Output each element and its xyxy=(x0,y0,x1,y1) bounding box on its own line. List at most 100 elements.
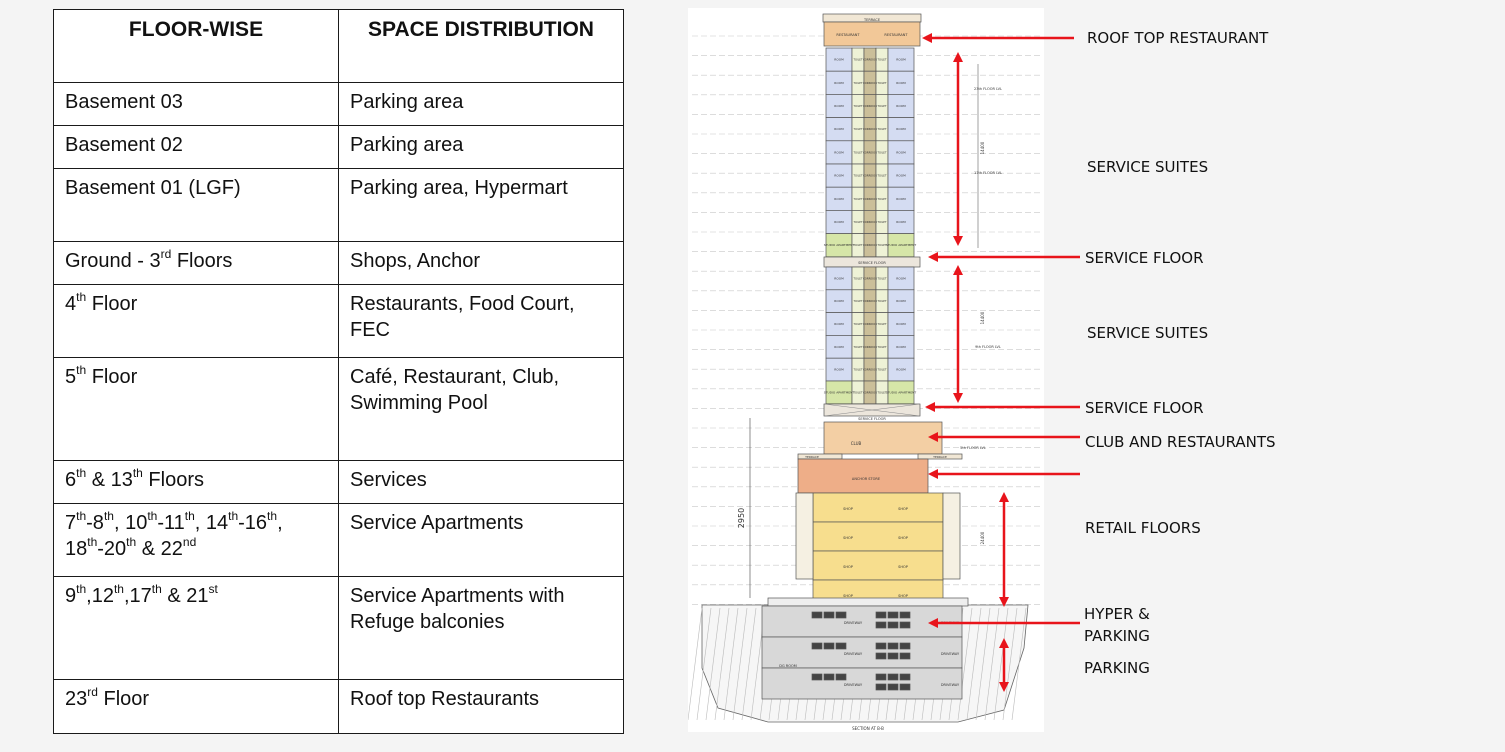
car-icon xyxy=(899,683,911,691)
space-cell: Parking area xyxy=(338,82,624,126)
corridor-text: CORRIDOR xyxy=(863,197,877,201)
terrace-label: TERRACE xyxy=(804,455,819,459)
car-icon xyxy=(875,683,887,691)
space-text: Parking area xyxy=(350,91,464,113)
floor-text: Ground - 3 xyxy=(65,250,161,272)
room-text: STUDIO APARTMENT xyxy=(824,390,855,394)
floor-text: Basement 02 xyxy=(65,134,183,156)
dim-2950: 2950 xyxy=(737,508,746,528)
anchor-store-text: ANCHOR STORE xyxy=(852,477,880,481)
room-text: ROOM xyxy=(834,127,844,131)
space-text: Service Apartments xyxy=(350,512,524,534)
toilet-text: TOILET xyxy=(853,150,862,154)
corridor-text: CORRIDOR xyxy=(863,58,877,62)
room-text: ROOM xyxy=(896,220,906,224)
ramp-left xyxy=(795,492,814,580)
floor-text: Floors xyxy=(171,250,233,272)
shop-text: SHOP xyxy=(898,594,908,598)
room-text: ROOM xyxy=(834,345,844,349)
ordinal-suffix: th xyxy=(228,509,239,524)
basement-floor xyxy=(761,667,963,700)
car-icon xyxy=(811,673,823,681)
dim-14400: 14400 xyxy=(980,311,985,324)
label-hyper-parking-line1: HYPER & xyxy=(1084,605,1150,623)
floor-cell: 9th,12th,17th & 21st xyxy=(53,576,339,680)
room-text: ROOM xyxy=(896,174,906,178)
corridor-text: CORRIDOR xyxy=(863,276,877,280)
car-icon xyxy=(875,673,887,681)
floor-text: , 10 xyxy=(113,512,148,534)
room-text: ROOM xyxy=(896,58,906,62)
table-row: 7th-8th, 10th-11th, 14th-16th,18th-20th … xyxy=(53,503,624,577)
space-cell: Restaurants, Food Court,FEC xyxy=(338,284,624,358)
room-text: ROOM xyxy=(896,345,906,349)
toilet-text: TOILET xyxy=(877,345,886,349)
driveway-text: DRIVEWAY xyxy=(941,683,960,687)
soil-hatch xyxy=(714,607,730,721)
ordinal-suffix: th xyxy=(151,582,162,597)
car-icon xyxy=(899,611,911,619)
label-service-floor-upper: SERVICE FLOOR xyxy=(1085,249,1204,267)
floor-cell: Basement 03 xyxy=(53,82,339,126)
toilet-text: TOILET xyxy=(877,197,886,201)
car-icon xyxy=(811,611,823,619)
toilet-text: TOILET xyxy=(853,299,862,303)
floor-text: 9 xyxy=(65,585,77,607)
room-text: ROOM xyxy=(834,58,844,62)
toilet-text: TOILET xyxy=(877,276,886,280)
corridor-text: CORRIDOR xyxy=(863,243,877,247)
label-service-suites-lower: SERVICE SUITES xyxy=(1087,324,1209,342)
car-icon xyxy=(875,621,887,629)
label-retail-floors: RETAIL FLOORS xyxy=(1085,519,1201,537)
room-text: ROOM xyxy=(896,127,906,131)
floor-text: Floor xyxy=(97,688,150,710)
car-icon xyxy=(899,642,911,650)
driveway-text: DRIVEWAY xyxy=(941,652,960,656)
room-text: ROOM xyxy=(834,81,844,85)
driveway-text: DRIVEWAY xyxy=(941,621,960,625)
level-text-9: 9th FLOOR LVL xyxy=(975,345,1001,349)
toilet-text: TOILET xyxy=(853,220,862,224)
shop-floor xyxy=(812,550,944,581)
soil-hatch xyxy=(1011,607,1027,721)
terrace-label: TERRACE xyxy=(863,18,880,22)
car-icon xyxy=(899,673,911,681)
room-text: ROOM xyxy=(896,276,906,280)
car-icon xyxy=(899,621,911,629)
ordinal-suffix: rd xyxy=(160,247,172,262)
club-text: CLUB xyxy=(851,441,862,446)
floor-text: & 22 xyxy=(136,538,183,560)
car-icon xyxy=(887,611,899,619)
car-icon xyxy=(875,642,887,650)
soil-hatch xyxy=(975,607,991,721)
corridor-text: CORRIDOR xyxy=(863,299,877,303)
toilet-text: TOILET xyxy=(877,81,886,85)
shop-text: SHOP xyxy=(843,594,853,598)
toilet-text: TOILET xyxy=(853,322,862,326)
space-text: Café, Restaurant, Club, xyxy=(350,366,559,388)
plinth xyxy=(767,597,969,607)
floor-cell: Basement 01 (LGF) xyxy=(53,168,339,242)
restaurant-label: RESTAURANT xyxy=(884,33,908,37)
room-text: ROOM xyxy=(896,104,906,108)
table-row: Basement 03 Parking area xyxy=(53,82,624,126)
table-row: Basement 02 Parking area xyxy=(53,125,624,169)
toilet-text: TOILET xyxy=(853,368,862,372)
ordinal-suffix: th xyxy=(76,290,87,305)
ordinal-suffix: th xyxy=(267,509,278,524)
floor-text: 7 xyxy=(65,512,77,534)
floor-text: , xyxy=(277,512,283,534)
floor-text: 6 xyxy=(65,469,77,491)
ordinal-suffix: th xyxy=(76,509,87,524)
level-text-17: 17th FLOOR LVL xyxy=(974,171,1002,175)
ordinal-suffix: th xyxy=(76,466,87,481)
shop-floor xyxy=(812,492,944,523)
space-text: Parking area xyxy=(350,134,464,156)
corridor-text: CORRIDOR xyxy=(863,104,877,108)
corridor-text: CORRIDOR xyxy=(863,220,877,224)
ordinal-suffix: nd xyxy=(182,535,197,550)
ordinal-suffix: rd xyxy=(87,685,98,700)
